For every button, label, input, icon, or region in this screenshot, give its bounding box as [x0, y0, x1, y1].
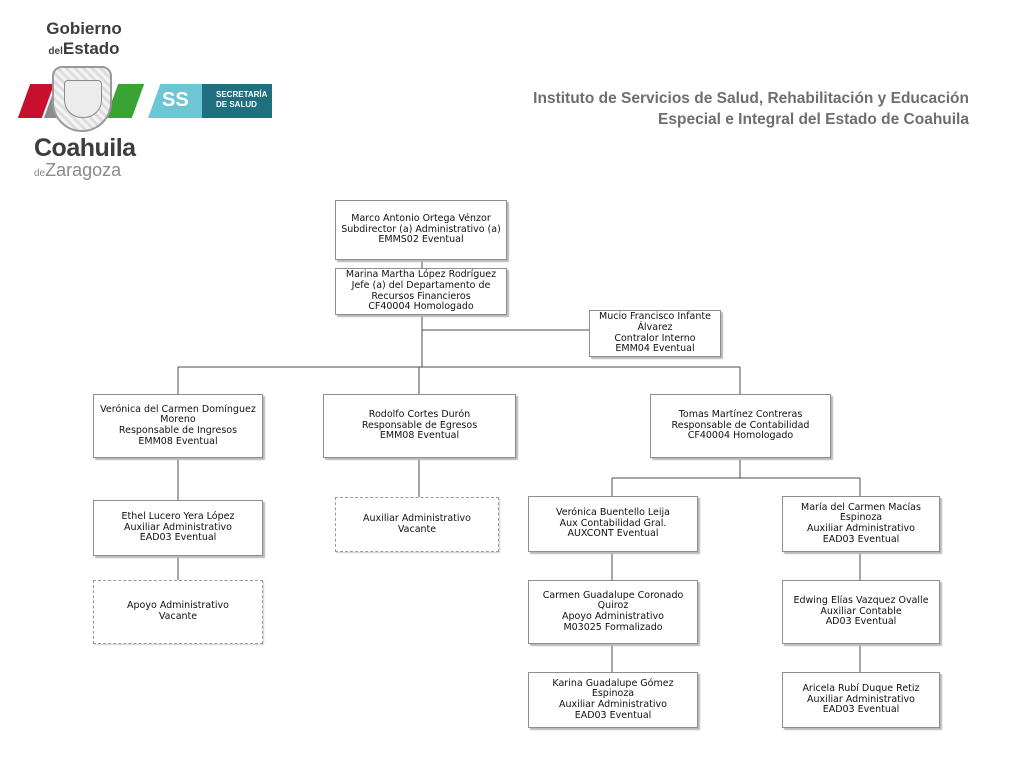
org-box-line: EMM04 Eventual: [615, 343, 695, 355]
org-box-line: Tomas Martínez Contreras: [678, 409, 803, 421]
org-box-line: Mucio Francisco Infante: [599, 311, 711, 323]
org-box-line: EAD03 Eventual: [822, 704, 900, 716]
logo-del-text: del: [48, 46, 63, 57]
org-box-line: Carmen Guadalupe Coronado: [542, 589, 684, 601]
org-box-line: Quiroz: [597, 600, 629, 612]
org-box-line: Verónica Buentello Leija: [556, 507, 670, 519]
org-box-line: Auxiliar Administrativo: [807, 523, 915, 534]
org-box-line: Marco Antonio Ortega Vénzor: [351, 213, 491, 225]
institute-title-line2: Especial e Integral del Estado de Coahui…: [658, 111, 969, 128]
org-box-line: Vacante: [158, 611, 198, 622]
org-box-line: Verónica del Carmen Domínguez: [100, 403, 256, 415]
org-box-line: Aricela Rubí Duque Retiz: [802, 683, 920, 695]
org-box-line: Rodolfo Cortes Durón: [368, 409, 471, 421]
secretaria-de-salud-logo: SS SECRETARÍA DE SALUD: [148, 84, 272, 118]
org-box-line: Auxiliar Administrativo: [807, 693, 915, 705]
org-box-line: EAD03 Eventual: [139, 532, 217, 544]
org-box-line: CF40004 Homologado: [368, 301, 474, 313]
ss-logo-text: SS: [162, 89, 189, 111]
org-box-line: Apoyo Administrativo: [127, 600, 229, 612]
logo-zaragoza-text: deZaragoza: [34, 160, 121, 181]
org-box-line: Álvarez: [637, 321, 673, 333]
org-box-line: Aux Contabilidad Gral.: [559, 517, 667, 529]
ss-logo-secretaria: SECRETARÍA: [216, 90, 268, 99]
org-box-line: Marina Martha López Rodríguez: [345, 269, 497, 281]
org-box-auxiliar-vacante: Auxiliar Administrativo Vacante: [335, 497, 499, 552]
org-box-line: M03025 Formalizado: [563, 621, 663, 633]
org-box-auxiliar-contable-edwing: Edwing Elías Vazquez Ovalle Auxiliar Con…: [782, 580, 940, 644]
org-box-responsable-egresos: Rodolfo Cortes Durón Responsable de Egre…: [323, 394, 516, 458]
ss-logo-dark-block: [202, 84, 272, 118]
org-box-auxiliar-karina: Karina Guadalupe Gómez Espinoza Auxiliar…: [528, 672, 698, 728]
institute-title-line1: Instituto de Servicios de Salud, Rehabil…: [533, 90, 969, 107]
org-box-auxiliar-maria: María del Carmen Macías Espinoza Auxilia…: [782, 496, 940, 552]
org-box-line: Auxiliar Administrativo: [363, 512, 471, 524]
org-box-line: Vacante: [397, 523, 437, 535]
org-box-line: Jefe (a) del Departamento de: [351, 279, 491, 291]
org-box-line: EAD03 Eventual: [822, 533, 900, 545]
org-box-apoyo-carmen: Carmen Guadalupe Coronado Quiroz Apoyo A…: [528, 580, 698, 644]
org-box-line: EMM08 Eventual: [379, 430, 460, 442]
logo-gobierno-text: Gobierno: [46, 19, 122, 38]
org-box-jefe-recursos-financieros: Marina Martha López Rodríguez Jefe (a) d…: [335, 268, 507, 315]
logo-del-estado-text: delEstado: [44, 40, 124, 61]
org-box-line: Auxiliar Administrativo: [559, 699, 667, 710]
org-box-line: Contralor Interno: [614, 332, 696, 344]
org-box-line: Edwing Elías Vazquez Ovalle: [793, 595, 929, 607]
logo-de-text: de: [34, 168, 46, 179]
org-box-line: AD03 Eventual: [825, 616, 897, 628]
logo-coahuila-text: Coahuila: [34, 134, 136, 162]
org-box-line: Apoyo Administrativo: [562, 611, 664, 622]
coat-of-arms-icon: [52, 66, 112, 132]
org-box-line: Auxiliar Administrativo: [124, 521, 232, 533]
logo-zaragoza-word: Zaragoza: [45, 160, 122, 180]
logo-estado-text: Estado: [62, 39, 120, 58]
org-box-auxiliar-ethel: Ethel Lucero Yera López Auxiliar Adminis…: [93, 500, 263, 556]
ss-logo-de-salud: DE SALUD: [216, 100, 257, 109]
org-box-contralor-interno: Mucio Francisco Infante Álvarez Contralo…: [589, 310, 721, 357]
org-box-line: Auxiliar Contable: [820, 605, 902, 617]
org-box-line: Moreno: [160, 414, 196, 426]
org-box-line: Karina Guadalupe Gómez Espinoza: [552, 677, 674, 700]
org-box-line: Responsable de Egresos: [361, 419, 478, 431]
org-box-line: María del Carmen Macías: [801, 501, 921, 513]
org-box-line: Responsable de Contabilidad: [671, 419, 810, 431]
org-box-aux-contabilidad-veronica: Verónica Buentello Leija Aux Contabilida…: [528, 496, 698, 552]
org-box-line: Ethel Lucero Yera López: [121, 511, 235, 523]
institute-title: Instituto de Servicios de Salud, Rehabil…: [533, 88, 969, 130]
org-box-subdirector: Marco Antonio Ortega Vénzor Subdirector …: [335, 200, 507, 260]
org-box-line: EMM08 Eventual: [138, 435, 218, 447]
org-box-line: EMMS02 Eventual: [378, 234, 464, 246]
org-box-apoyo-vacante: Apoyo Administrativo Vacante: [93, 580, 263, 644]
org-box-line: Recursos Financieros: [371, 290, 471, 302]
org-box-line: EAD03 Eventual: [574, 709, 652, 721]
ss-logo-subtitle: SECRETARÍA DE SALUD: [216, 90, 267, 110]
org-box-line: CF40004 Homologado: [687, 430, 794, 442]
org-box-line: Espinoza: [839, 512, 883, 524]
org-box-auxiliar-aricela: Aricela Rubí Duque Retiz Auxiliar Admini…: [782, 672, 940, 728]
org-box-responsable-contabilidad: Tomas Martínez Contreras Responsable de …: [650, 394, 831, 458]
org-box-line: AUXCONT Eventual: [567, 528, 659, 540]
org-box-line: Responsable de Ingresos: [118, 425, 238, 436]
org-box-responsable-ingresos: Verónica del Carmen Domínguez Moreno Res…: [93, 394, 263, 458]
org-box-line: Subdirector (a) Administrativo (a): [341, 223, 501, 235]
